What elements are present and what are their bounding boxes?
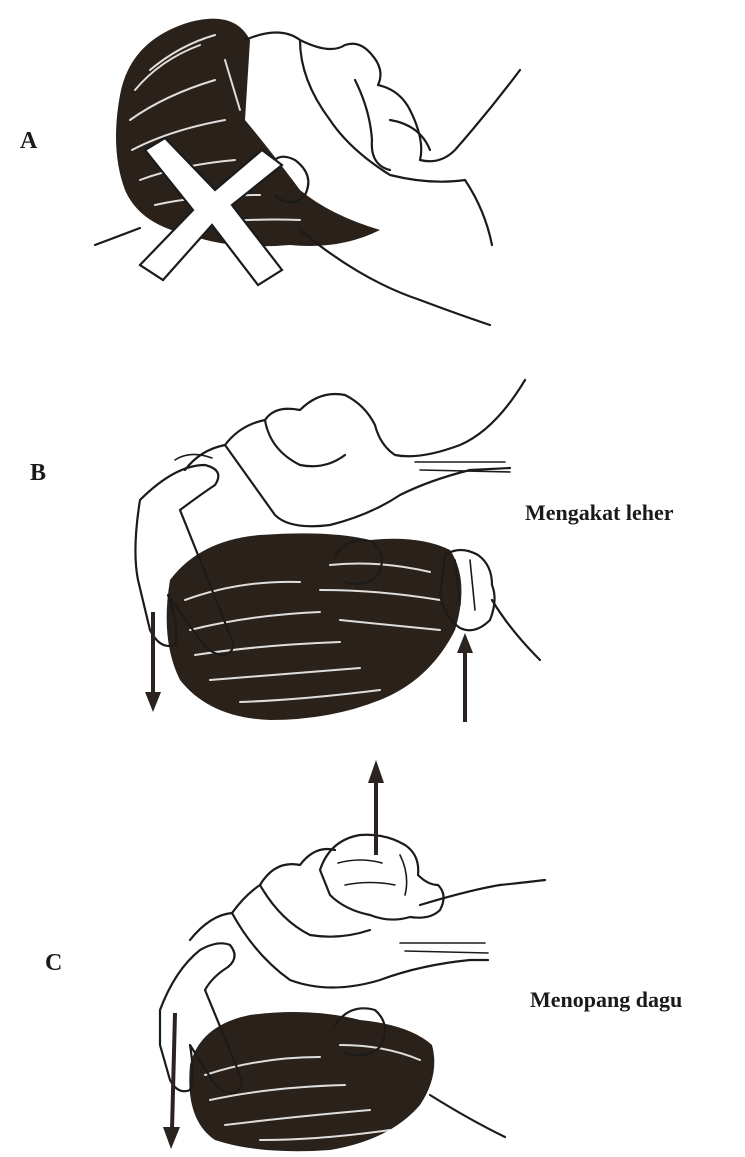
head-illustration-a bbox=[0, 0, 745, 340]
head-illustration-c bbox=[0, 745, 745, 1157]
panel-a-incorrect-position: A bbox=[0, 0, 745, 340]
arrow-up-chin bbox=[368, 760, 384, 855]
panel-c-chin-support: C Menopang dagu bbox=[0, 745, 745, 1157]
head-illustration-b bbox=[0, 350, 745, 740]
panel-b-neck-lift: B Mengakat leher bbox=[0, 350, 745, 740]
arrow-down-left bbox=[145, 612, 161, 712]
arrow-down-forehead bbox=[163, 1013, 180, 1149]
arrow-up-right bbox=[457, 633, 473, 722]
